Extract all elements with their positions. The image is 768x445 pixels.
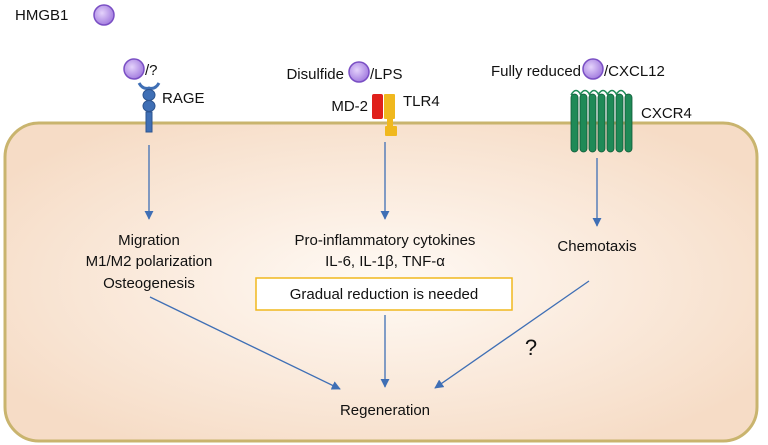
cxcr4-receptor-label: CXCR4 [641,105,692,122]
rage-effect-2: M1/M2 polarization [86,253,213,270]
tlr4-ligand-suffix: /LPS [370,66,403,83]
legend-hmgb1-label: HMGB1 [15,7,68,24]
tlr4-ligand-prefix: Disulfide [286,66,344,83]
md2-label: MD-2 [331,98,368,115]
hmgb1-icon [93,4,115,26]
outcome-label: Regeneration [340,402,430,419]
tlr4-note-box [255,277,513,311]
tlr4-receptor-label: TLR4 [403,93,440,110]
tlr4-effect-1: Pro-inflammatory cytokines [295,232,476,249]
cxcr4-ligand-suffix: /CXCL12 [604,63,665,80]
cxcr4-to-regeneration-arrow [434,280,590,389]
tlr4-note: Gradual reduction is needed [290,286,478,303]
tlr4-receptor-icon [384,94,397,136]
cxcr4-effect: Chemotaxis [557,238,636,255]
hmgb1-icon [123,58,145,80]
md2-icon [372,94,383,119]
tlr4-effect-2: IL-6, IL-1β, TNF-α [325,253,445,270]
rage-receptor-icon [137,82,161,133]
rage-effect-1: Migration [118,232,180,249]
hmgb1-icon [582,58,604,80]
rage-ligand-label: /? [145,62,158,79]
cxcr4-ligand-prefix: Fully reduced [491,63,581,80]
cxcr4-receptor-icon [570,89,633,153]
uncertain-link-mark: ? [525,335,537,360]
rage-effect-3: Osteogenesis [103,275,195,292]
rage-receptor-label: RAGE [162,90,205,107]
hmgb1-icon [348,61,370,83]
rage-to-regeneration-arrow [149,296,341,390]
